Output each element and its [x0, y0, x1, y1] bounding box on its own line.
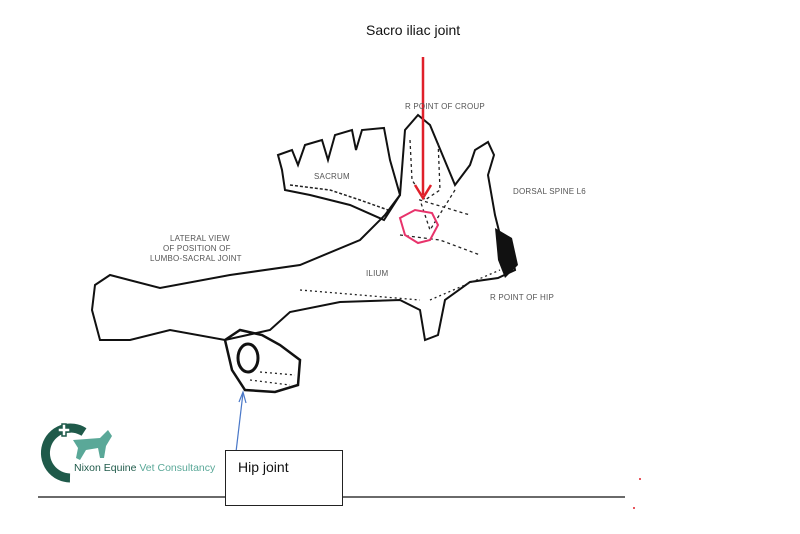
label-point-of-hip: R POINT OF HIP [490, 293, 554, 302]
hip-joint-label: Hip joint [238, 459, 289, 475]
logo-name-part2: Vet Consultancy [136, 462, 216, 474]
label-lateral-view-3: LUMBO-SACRAL JOINT [150, 254, 242, 263]
hip-joint-callout: Hip joint [225, 450, 343, 506]
nixon-equine-logo [40, 423, 112, 483]
hip-socket [223, 328, 302, 394]
label-point-of-croup: R POINT OF CROUP [405, 102, 485, 111]
sacroiliac-joint-outline [398, 208, 440, 245]
ilium-outline [90, 113, 517, 342]
label-lateral-view-2: OF POSITION OF [163, 244, 231, 253]
logo-name-part1: Nixon Equine [74, 462, 137, 474]
sacrum-outline [276, 126, 402, 222]
label-sacrum: SACRUM [314, 172, 350, 181]
hip-joint-arrow [235, 392, 244, 453]
label-ilium: ILIUM [366, 269, 389, 278]
logo-text: Nixon Equine Vet Consultancy [74, 462, 215, 474]
sacroiliac-joint-title: Sacro iliac joint [366, 22, 461, 38]
label-dorsal-spine: DORSAL SPINE L6 [513, 187, 586, 196]
label-lateral-view-1: LATERAL VIEW [170, 234, 230, 243]
